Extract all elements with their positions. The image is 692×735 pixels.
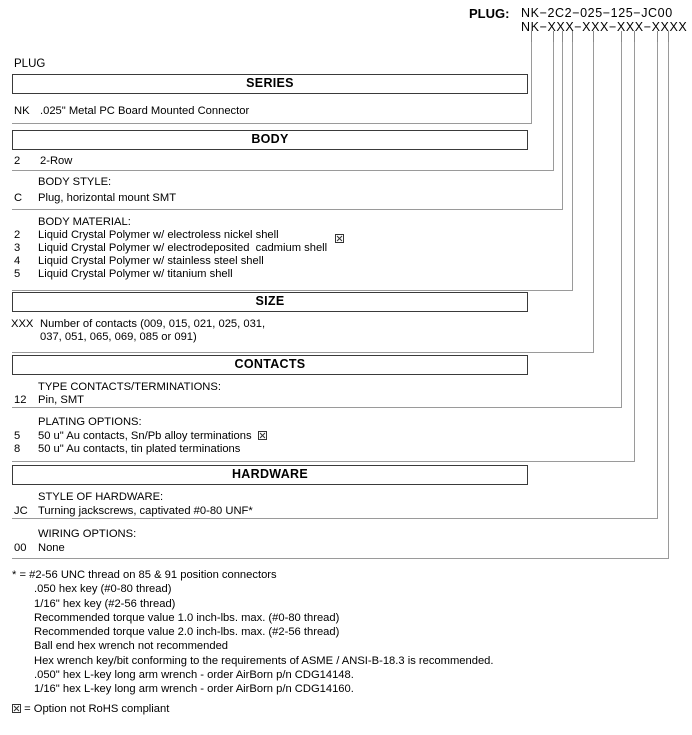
option-text: Number of contacts (009, 015, 021, 025, … <box>40 318 266 330</box>
part-number-example: NK−2C2−025−125−JC00 <box>521 6 673 20</box>
option-code: 2 <box>14 155 21 167</box>
rohs-legend: = Option not RoHS compliant <box>8 703 169 715</box>
tick-mark-6 <box>621 31 622 42</box>
footnote-line: Recommended torque value 1.0 inch-lbs. m… <box>34 611 340 624</box>
part-number-mask: NK−XXX−XXX−XXX−XXXX <box>521 20 688 34</box>
leader-bottom-hardware-style <box>12 518 658 519</box>
leader-bottom-body-material <box>12 290 573 291</box>
plug-caption: PLUG <box>14 58 46 70</box>
leader-bottom-contact-type <box>12 407 622 408</box>
footnote-line: .050" hex L-key long arm wrench - order … <box>34 669 354 682</box>
option-code: JC <box>14 505 28 517</box>
leader-bottom-body <box>12 170 554 171</box>
option-code: 2 <box>14 229 21 241</box>
footnote-line: .050 hex key (#0-80 thread) <box>34 583 172 596</box>
leader-line-series <box>531 42 532 123</box>
leader-bottom-body-style <box>12 209 563 210</box>
option-code: C <box>14 192 23 204</box>
tick-mark-7 <box>634 31 635 42</box>
leader-line-body-style <box>562 42 563 209</box>
section-header-contacts: CONTACTS <box>12 355 528 375</box>
group-label: BODY MATERIAL: <box>38 216 131 228</box>
section-header-hardware: HARDWARE <box>12 465 528 485</box>
leader-line-body-material <box>572 42 573 290</box>
footnote-line: 1/16" hex L-key long arm wrench - order … <box>34 683 354 696</box>
leader-line-body <box>553 42 554 170</box>
option-code: 5 <box>14 268 21 280</box>
option-text: Turning jackscrews, captivated #0-80 UNF… <box>38 505 253 517</box>
option-text: Pin, SMT <box>38 394 85 406</box>
option-text: None <box>38 542 65 554</box>
leader-line-wiring <box>668 42 669 558</box>
section-header-body: BODY <box>12 130 528 150</box>
group-label: STYLE OF HARDWARE: <box>38 491 164 503</box>
option-text: Liquid Crystal Polymer w/ electrodeposit… <box>38 242 328 254</box>
rohs-noncompliant-icon <box>258 431 267 440</box>
footnote-block: * = #2-56 UNC thread on 85 & 91 position… <box>12 568 494 697</box>
option-text-continuation: 037, 051, 065, 069, 085 or 091) <box>40 331 197 343</box>
option-code: 00 <box>14 542 27 554</box>
option-text: 50 u" Au contacts, tin plated terminatio… <box>38 443 241 455</box>
leader-line-plating <box>634 42 635 461</box>
leader-line-contact-type <box>621 42 622 407</box>
section-header-size: SIZE <box>12 292 528 312</box>
leader-bottom-series <box>12 123 532 124</box>
section-header-series: SERIES <box>12 74 528 94</box>
rohs-legend-text: = Option not RoHS compliant <box>21 703 170 715</box>
option-code: 4 <box>14 255 21 267</box>
option-text: 50 u" Au contacts, Sn/Pb alloy terminati… <box>38 430 252 442</box>
option-code: NK <box>14 105 30 117</box>
footnote-line: Ball end hex wrench not recommended <box>34 640 229 653</box>
group-label: TYPE CONTACTS/TERMINATIONS: <box>38 381 221 393</box>
footnote-line: Recommended torque value 2.0 inch-lbs. m… <box>34 626 340 639</box>
option-text: .025" Metal PC Board Mounted Connector <box>40 105 250 117</box>
option-text: 2-Row <box>40 155 73 167</box>
option-text: Plug, horizontal mount SMT <box>38 192 177 204</box>
tick-mark-5 <box>593 31 594 42</box>
tick-mark-2 <box>553 31 554 42</box>
leader-bottom-size <box>12 352 594 353</box>
leader-bottom-wiring <box>12 558 669 559</box>
tick-mark-4 <box>572 31 573 42</box>
group-label: PLATING OPTIONS: <box>38 416 142 428</box>
plug-label: PLUG: <box>469 6 510 21</box>
tick-mark-3 <box>562 31 563 42</box>
group-label: WIRING OPTIONS: <box>38 528 137 540</box>
rohs-noncompliant-icon <box>12 704 21 713</box>
option-code: XXX <box>11 318 34 330</box>
tick-mark-8 <box>657 31 658 42</box>
footnote-line: Hex wrench key/bit conforming to the req… <box>34 654 494 667</box>
option-text: Liquid Crystal Polymer w/ titanium shell <box>38 268 233 280</box>
option-code: 8 <box>14 443 21 455</box>
option-code: 3 <box>14 242 21 254</box>
leader-line-size <box>593 42 594 352</box>
leader-bottom-plating <box>12 461 635 462</box>
leader-line-hardware-style <box>657 42 658 518</box>
option-code: 12 <box>14 394 27 406</box>
option-text: Liquid Crystal Polymer w/ electroless ni… <box>38 229 279 241</box>
footnote-line: 1/16" hex key (#2-56 thread) <box>34 597 176 610</box>
group-label: BODY STYLE: <box>38 176 112 188</box>
rohs-noncompliant-icon <box>335 234 344 243</box>
option-code: 5 <box>14 430 21 442</box>
tick-mark-1 <box>531 31 532 42</box>
tick-mark-9 <box>668 31 669 42</box>
option-text: Liquid Crystal Polymer w/ stainless stee… <box>38 255 264 267</box>
footnote-line: * = #2-56 UNC thread on 85 & 91 position… <box>12 569 277 581</box>
